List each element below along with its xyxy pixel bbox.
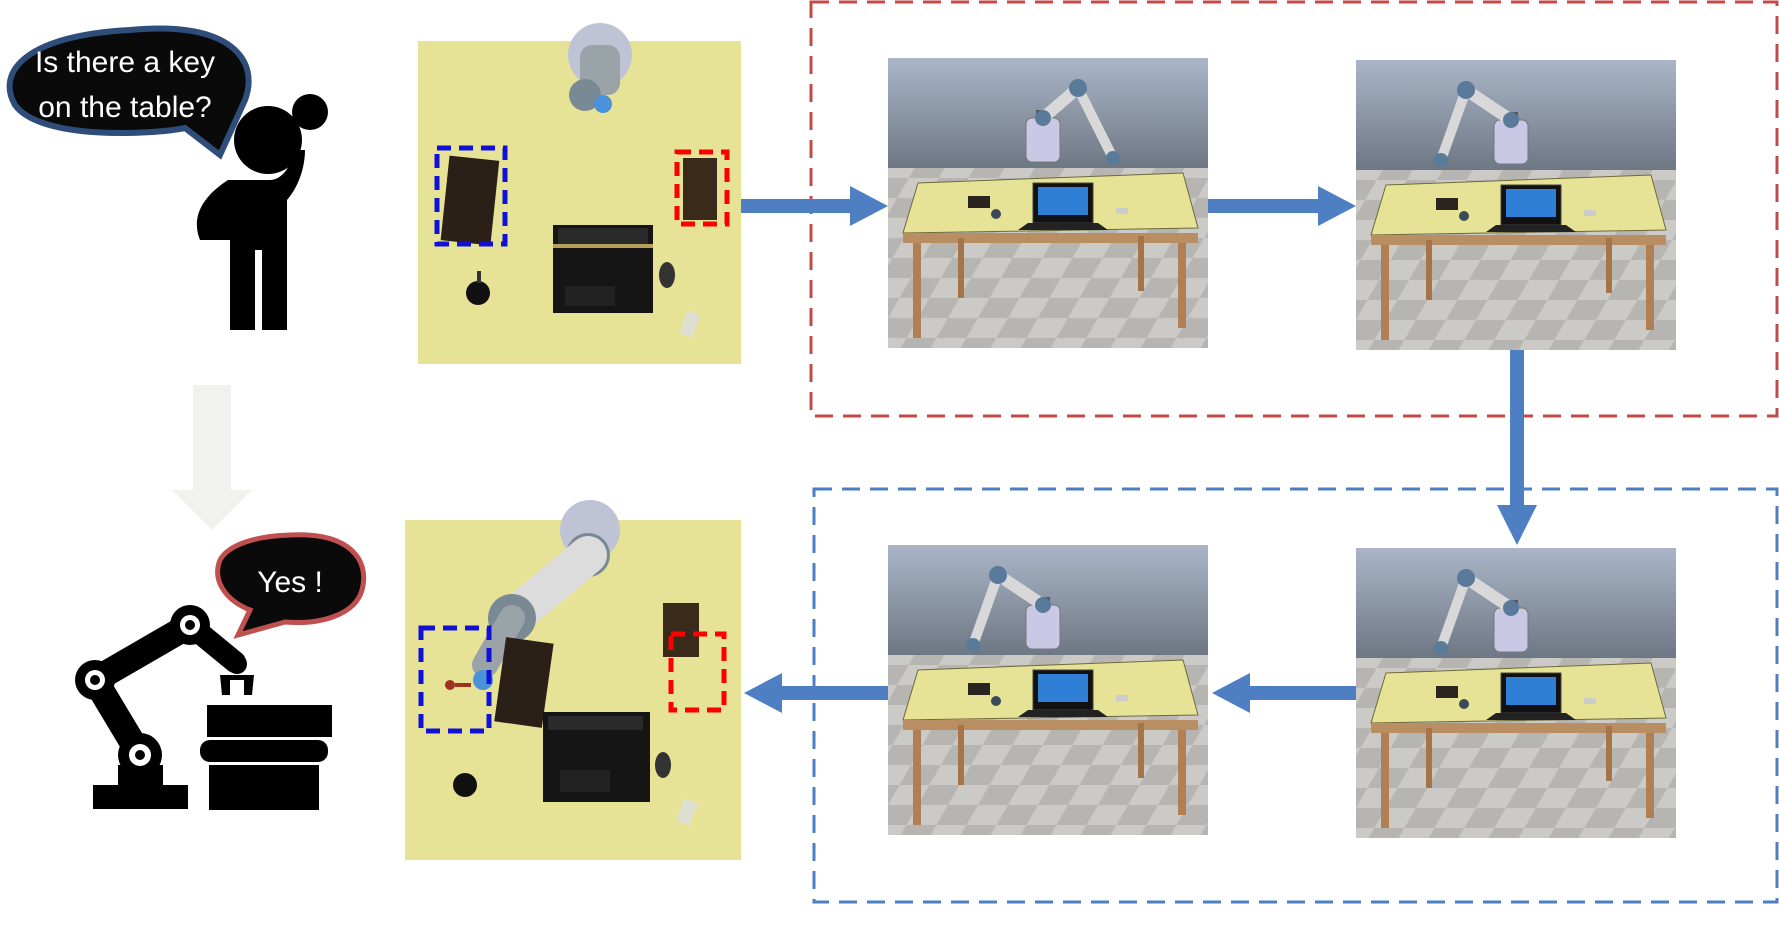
blue-dashed-group [812, 487, 1779, 904]
answer-text: Yes ! [257, 566, 323, 599]
question-line-2: on the table? [38, 91, 211, 124]
stacked-boxes-icon [200, 705, 332, 810]
blue-highlight-box-1 [434, 145, 508, 247]
arrow-topview-to-scene1 [741, 186, 888, 226]
arrow-scene4-to-topview [744, 673, 888, 713]
scene-photo-1 [887, 57, 1209, 349]
question-line-1: Is there a key [35, 46, 215, 79]
answer-speech-bubble: Yes ! [215, 532, 367, 639]
scene-photo-2 [1355, 59, 1677, 351]
thinking-person-icon [196, 94, 328, 330]
question-speech-bubble: Is there a key on the table? [6, 25, 252, 160]
scene-photo-4 [887, 544, 1209, 836]
faded-down-arrow [172, 385, 252, 530]
red-highlight-box-1 [674, 149, 730, 227]
red-highlight-box-2 [668, 631, 727, 713]
top-view-final [405, 500, 741, 860]
arrow-scene2-to-scene3 [1497, 350, 1537, 545]
scene-photo-3 [1355, 547, 1677, 839]
robot-arm-icon [75, 605, 254, 809]
top-view-initial [418, 23, 741, 364]
arrow-scene3-to-scene4 [1212, 673, 1356, 713]
arrow-scene1-to-scene2 [1208, 186, 1356, 226]
blue-highlight-box-2 [418, 625, 492, 734]
